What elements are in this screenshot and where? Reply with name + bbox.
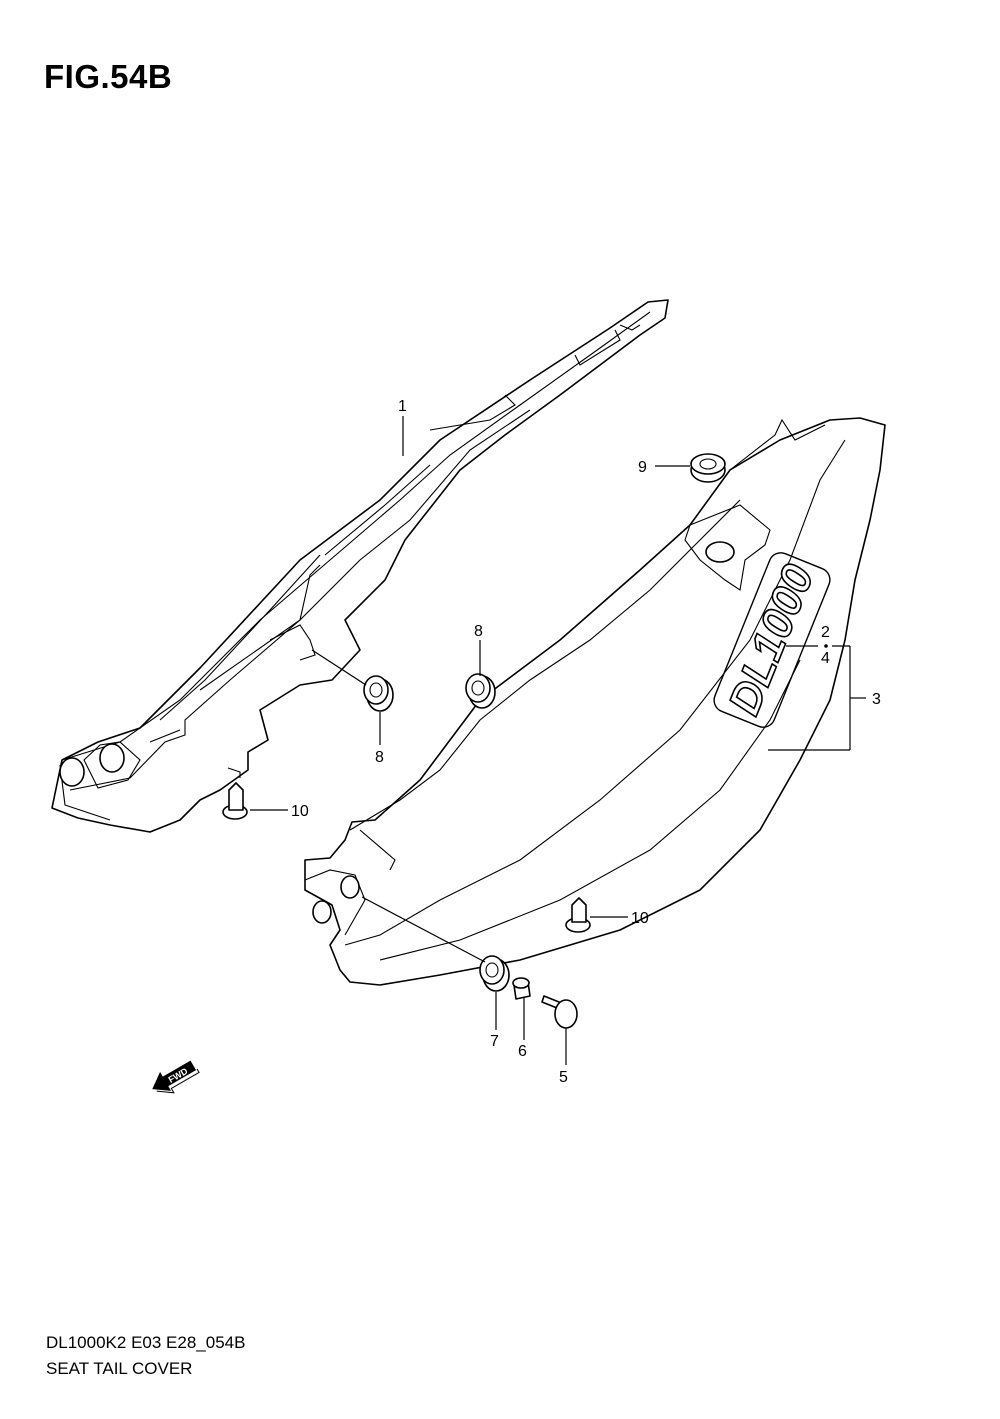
callout-1: 1: [398, 398, 407, 415]
part-8-grommet-center: [465, 673, 496, 709]
callout-2: 2: [821, 624, 830, 641]
callout-8-center: 8: [474, 623, 483, 640]
part-8-grommet-left: [363, 675, 394, 712]
part-9-grommet: [690, 453, 726, 483]
figure-code: DL1000K2 E03 E28_054B: [46, 1333, 246, 1352]
callout-labels: 1 2 3 4 5 6 7 8 8 9 10 10: [291, 398, 881, 1086]
part-7-grommet: [479, 955, 510, 992]
callout-5: 5: [559, 1069, 568, 1086]
callout-8-left: 8: [375, 749, 384, 766]
part-5-bolt: [541, 995, 578, 1029]
figure-title: FIG.54B: [44, 58, 173, 95]
callout-9: 9: [638, 459, 647, 476]
part-6-collar: [512, 977, 531, 1000]
part-1-tail-frame: [51, 299, 669, 833]
part-3-tail-cover: DL1000: [304, 417, 886, 986]
callout-7: 7: [490, 1033, 499, 1050]
part-10-fastener-left: [222, 782, 248, 820]
callout-10-right: 10: [631, 910, 649, 927]
callout-10-left: 10: [291, 803, 309, 820]
figure-name: SEAT TAIL COVER: [46, 1359, 193, 1378]
leader-lines: [250, 416, 866, 1065]
callout-3: 3: [872, 691, 881, 708]
callout-6: 6: [518, 1043, 527, 1060]
forward-arrow-icon: FWD: [152, 1060, 200, 1094]
callout-4: 4: [821, 650, 830, 667]
part-10-fastener-right: [565, 897, 591, 933]
